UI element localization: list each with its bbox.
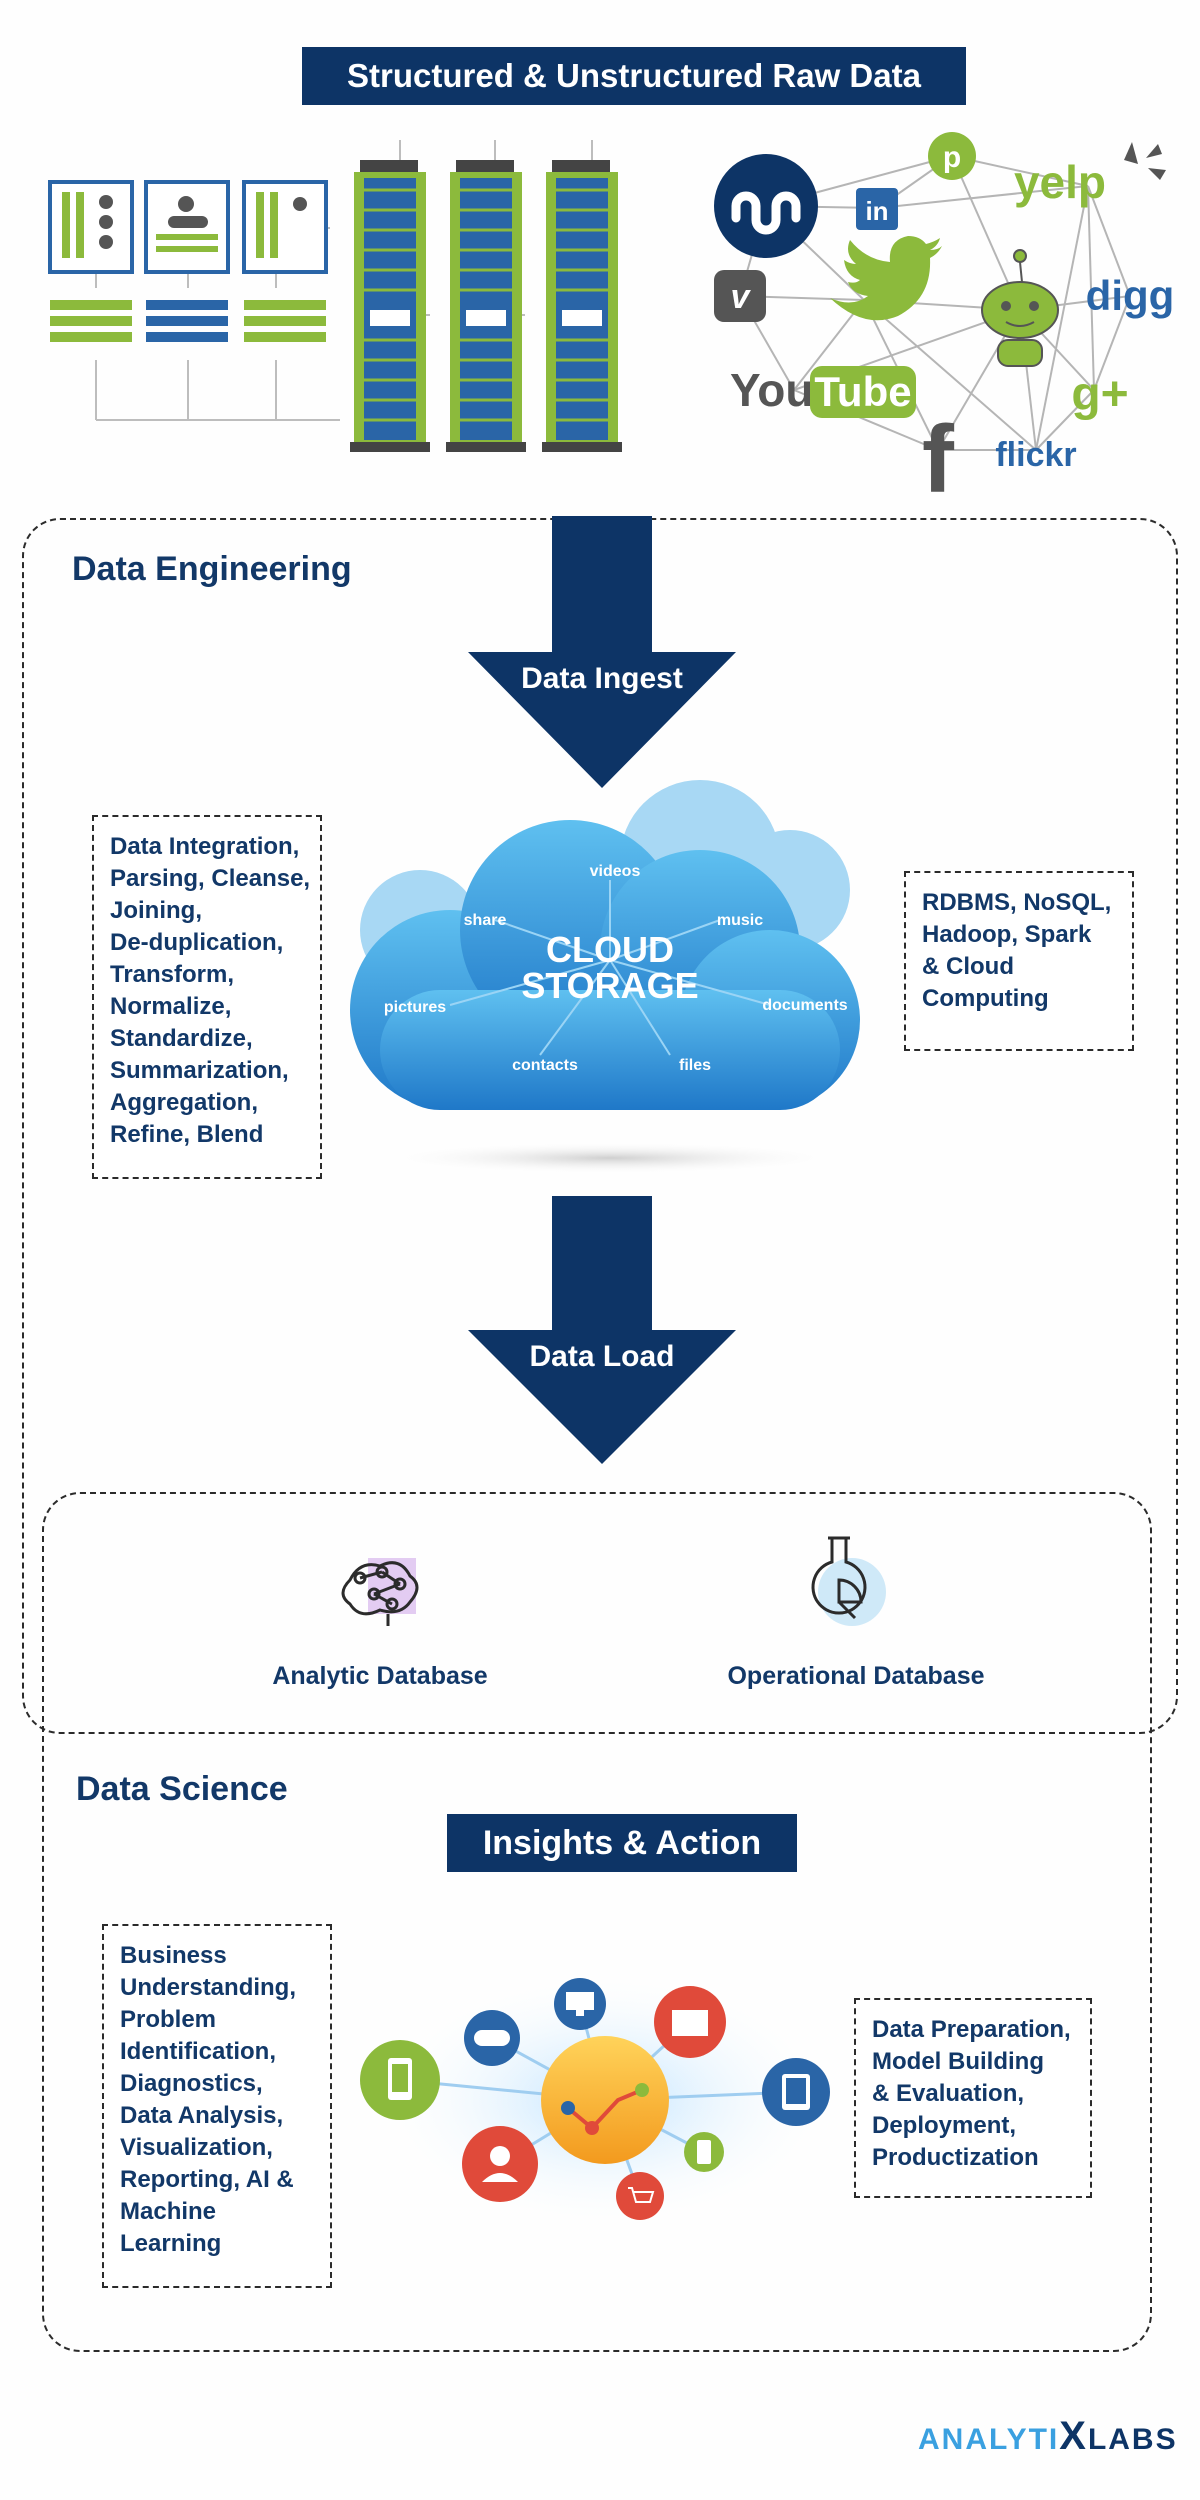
youtube-icon: You Tube [730,364,916,418]
cloud-storage-illustration: CLOUD STORAGE videos share music picture… [350,780,860,1174]
svg-text:files: files [679,1057,711,1074]
cloud-title-line1: CLOUD [546,929,674,970]
operational-database-label: Operational Database [727,1662,985,1690]
svg-text:in: in [865,196,888,226]
server-rack-1 [350,160,430,452]
yelp-icon: yelp [1014,142,1166,208]
data-load-arrow [468,1196,736,1464]
cash-register-icon [654,1986,726,2058]
svg-text:contacts: contacts [512,1057,578,1074]
data-ingest-label: Data Ingest [521,662,683,695]
analytics-hub-illustration [360,1970,835,2230]
line-chart-hub-icon [541,2036,669,2164]
digg-icon: digg [1086,272,1175,319]
tablet-icon-right [762,2058,830,2126]
svg-text:music: music [717,912,763,929]
data-science-title: Data Science [76,1770,288,1808]
pinterest-icon: p [928,132,976,180]
svg-text:share: share [464,912,507,929]
brain-icon [341,1558,419,1626]
structured-data-illustration [48,140,622,452]
analytixlabs-logo: ANALYTIXLABS [918,2414,1178,2458]
science-tasks-box: Business Understanding, Problem Identifi… [102,1924,332,2288]
linkedin-icon: in [856,188,898,230]
stumbleupon-icon [714,154,818,258]
data-ingest-arrow [468,516,736,788]
reddit-icon [981,249,1059,367]
server-rack-3 [542,160,622,452]
svg-text:You: You [730,364,813,416]
data-engineering-title: Data Engineering [72,550,352,588]
gamepad-icon [464,2010,520,2066]
twitter-icon [830,236,942,321]
server-rack-2 [446,160,526,452]
document-icon-2 [144,180,230,274]
google-plus-icon: g+ [1071,368,1128,421]
engineering-tasks-box: Data Integration, Parsing, Cleanse, Join… [92,815,322,1179]
insights-action-banner: Insights & Action [447,1814,797,1872]
svg-text:Tube: Tube [814,368,911,415]
svg-text:yelp: yelp [1014,156,1106,208]
cart-icon [616,2172,664,2220]
raw-data-title: Structured & Unstructured Raw Data [302,47,966,105]
data-load-label: Data Load [529,1340,675,1373]
users-icon [462,2126,538,2202]
monitor-icon [554,1978,606,2030]
data-science-frame [42,1492,1152,2352]
tablet-icon-left [360,2040,440,2120]
svg-text:pictures: pictures [384,999,446,1016]
cloud-title-line2: STORAGE [521,965,698,1006]
social-network-illustration: in p yelp v digg You Tube g [714,132,1175,510]
document-icon-1 [48,180,134,274]
vimeo-icon: v [714,270,766,322]
flask-chart-icon [811,1536,886,1626]
svg-text:documents: documents [762,997,847,1014]
flickr-icon: flickr [995,436,1076,474]
engineering-tech-box: RDBMS, NoSQL, Hadoop, Spark & Cloud Comp… [904,871,1134,1051]
document-icon-3 [242,180,328,274]
facebook-icon: f [922,406,955,510]
svg-text:v: v [731,278,752,316]
svg-text:videos: videos [590,863,641,880]
science-delivery-box: Data Preparation, Model Building & Evalu… [854,1998,1092,2198]
svg-text:p: p [943,141,961,174]
phone-icon [684,2132,724,2172]
analytic-database-label: Analytic Database [272,1662,488,1690]
